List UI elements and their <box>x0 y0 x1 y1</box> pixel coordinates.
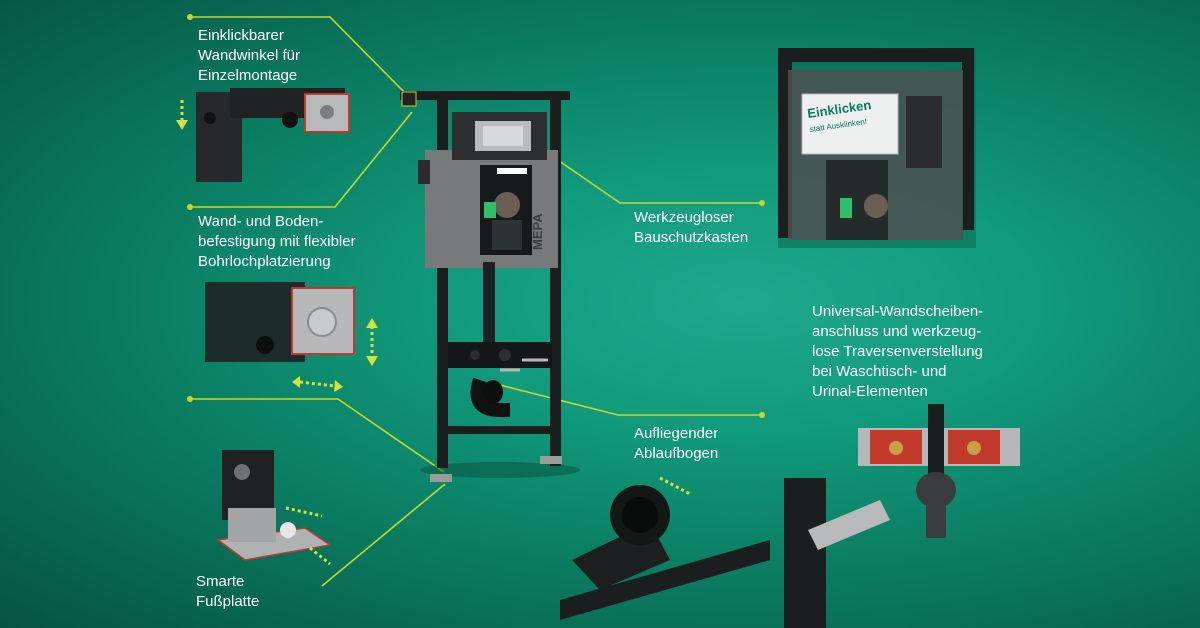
arrow-right-icon <box>334 380 343 392</box>
wall-bracket-clip <box>401 91 417 107</box>
drain-bend <box>470 377 510 417</box>
callout-line-drain-bend <box>499 384 762 416</box>
top-rail <box>400 91 570 100</box>
wall-bracket-detail <box>176 88 350 182</box>
label-wall-bracket: Einklickbarer Wandwinkel für Einzelmonta… <box>198 27 300 84</box>
callout-dot <box>187 396 193 402</box>
label-drain-bend: Aufliegender Ablaufbogen <box>634 425 719 462</box>
label-foot-plate: Smarte Fußplatte <box>196 573 260 610</box>
callout-line-drain-mount <box>190 398 445 473</box>
label-protection-box: Werkzeugloser Bauschutzkasten <box>634 209 749 246</box>
callout-dot <box>759 200 765 206</box>
callout-line-wall-floor-mount <box>190 111 413 208</box>
callout-dot <box>187 14 193 20</box>
callout-line-wall-bracket <box>190 16 413 101</box>
callout-dot <box>187 204 193 210</box>
wall-floor-mount-detail <box>205 282 378 392</box>
foot-plate-left <box>430 474 452 482</box>
callout-dot <box>759 412 765 418</box>
foot-plate-right <box>540 456 562 464</box>
arrow-down-icon <box>366 356 378 366</box>
arrow-left-icon <box>292 376 300 388</box>
arrow-down-icon <box>176 120 188 130</box>
arrow-up-icon <box>366 318 378 328</box>
protection-box-detail <box>778 48 976 248</box>
right-post <box>550 96 561 466</box>
left-post <box>437 96 448 468</box>
universal-connection-detail <box>784 404 1020 628</box>
foot-plate-detail <box>216 450 332 566</box>
brand-mark: MEPA <box>530 213 545 250</box>
callout-line-foot-plate <box>321 483 446 587</box>
drain-bend-detail <box>560 476 770 620</box>
label-wall-floor-mount: Wand- und Boden- befestigung mit flexibl… <box>198 213 356 270</box>
label-universal-connection: Universal-Wandscheiben- anschluss und we… <box>812 303 984 400</box>
